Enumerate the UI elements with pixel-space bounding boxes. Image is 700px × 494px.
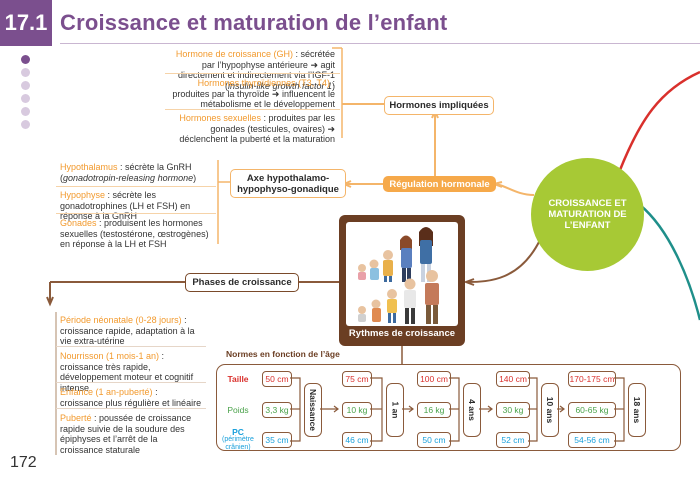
norm-pc-0: 35 cm [262, 432, 292, 448]
norm-poids-2: 16 kg [417, 402, 451, 418]
hormone-term: Hormones thyroïdiennes (T3, T4) [197, 78, 330, 88]
phase-term: Enfance (1 an-puberté) [60, 387, 153, 397]
divider [56, 213, 216, 214]
phase-item-puberte: Puberté : poussée de croissance rapide s… [60, 413, 203, 455]
rhythms-caption: Rythmes de croissance [348, 328, 456, 339]
row-label-taille: Taille [227, 374, 249, 384]
regulation-end: ) [193, 172, 197, 183]
phase-text: : croissance très rapide, développement … [60, 351, 194, 393]
row-label-pc-sub: (périmètre crânien) [222, 436, 254, 451]
phase-item-neonatal: Période néonatale (0-28 jours) : croissa… [60, 315, 200, 347]
age-4-ans: 4 ans [463, 383, 481, 437]
norm-pc-1: 46 cm [342, 432, 372, 448]
page-number: 172 [10, 454, 37, 471]
regulation-term: Hypothalamus [60, 162, 118, 172]
section-dot [21, 81, 30, 90]
central-topic: CROISSANCE ET MATURATION DE L’ENFANT [531, 158, 644, 271]
page-title: Croissance et maturation de l’enfant [60, 10, 448, 35]
age-naissance: Naissance [304, 383, 322, 437]
title-divider [60, 43, 700, 44]
norm-poids-1: 10 kg [342, 402, 372, 418]
hormones-node: Hormones impliquées [384, 96, 494, 115]
section-dot [21, 94, 30, 103]
divider [56, 346, 206, 347]
regulation-item-hypothalamus: Hypothalamus : sécrète la GnRH (gonadotr… [60, 162, 215, 183]
norm-poids-0: 3,3 kg [262, 402, 292, 418]
divider [165, 73, 340, 74]
phases-node: Phases de croissance [185, 273, 299, 292]
hormone-term: Hormones sexuelles [179, 113, 261, 123]
section-dot [21, 120, 30, 129]
divider [56, 408, 206, 409]
phase-item-enfance: Enfance (1 an-puberté) : croissance plus… [60, 387, 203, 408]
phase-term: Puberté [60, 413, 92, 423]
regulation-italic: gonadotropin-releasing hormone [63, 172, 194, 183]
norm-taille-1: 75 cm [342, 371, 372, 387]
phase-text: : croissance rapide, adaptation à la vie… [60, 315, 195, 346]
norm-pc-2: 50 cm [417, 432, 451, 448]
hormone-item-sexual: Hormones sexuelles : produites par les g… [165, 113, 335, 145]
regulation-text: : produisent les hormones sexuelles (tes… [60, 218, 209, 249]
norm-poids-4: 60-65 kg [568, 402, 616, 418]
children-illustration [358, 227, 439, 324]
norm-taille-2: 100 cm [417, 371, 451, 387]
norms-frame [216, 364, 681, 451]
section-dot [21, 107, 30, 116]
norm-poids-3: 30 kg [496, 402, 530, 418]
section-dot [21, 68, 30, 77]
phase-term: Nourrisson (1 mois-1 an) [60, 351, 160, 361]
hormone-item-thyroid: Hormones thyroïdiennes (T3, T4) : produi… [165, 78, 335, 110]
norm-taille-4: 170-175 cm [568, 371, 616, 387]
divider [56, 382, 206, 383]
section-dot [21, 55, 30, 64]
hormone-text: : produites par les gonades (testicules,… [179, 113, 335, 144]
phase-text: : poussée de croissance rapide suivie de… [60, 413, 192, 455]
norms-title: Normes en fonction de l’âge [226, 349, 340, 359]
row-label-pc: PC [232, 427, 244, 437]
axis-node: Axe hypothalamo-hypophyso-gonadique [230, 169, 346, 198]
section-indicator [21, 55, 30, 129]
norm-taille-3: 140 cm [496, 371, 530, 387]
regulation-node: Régulation hormonale [383, 176, 496, 192]
hormone-text: : sécrétée par l’hypophyse antérieure ➜ … [177, 49, 335, 91]
regulation-item-gonades: Gonades : produisent les hormones sexuel… [60, 218, 215, 250]
phase-item-nourrisson: Nourrisson (1 mois-1 an) : croissance tr… [60, 351, 203, 393]
norm-pc-3: 52 cm [496, 432, 530, 448]
norm-pc-4: 54-56 cm [568, 432, 616, 448]
divider [56, 186, 216, 187]
regulation-term: Hypophyse [60, 190, 106, 200]
hormone-italic: insulin-like growth factor 1 [227, 80, 332, 91]
divider [165, 109, 340, 110]
phase-term: Période néonatale (0-28 jours) [60, 315, 182, 325]
row-label-poids: Poids [227, 405, 249, 415]
regulation-text: : sécrète les gonadotrophines (LH et FSH… [60, 190, 191, 221]
phase-text: : croissance plus régulière et linéaire [60, 387, 202, 408]
regulation-text: : sécrète la GnRH ( [60, 162, 192, 183]
norm-taille-0: 50 cm [262, 371, 292, 387]
regulation-term: Gonades [60, 218, 97, 228]
hormone-end: ) [332, 80, 335, 91]
regulation-item-hypophyse: Hypophyse : sécrète les gonadotrophines … [60, 190, 215, 222]
hormone-item-gh: Hormone de croissance (GH) : sécrétée pa… [165, 49, 335, 91]
chapter-number: 17.1 [0, 0, 52, 46]
age-1-an: 1 an [386, 383, 404, 437]
hormone-term: Hormone de croissance (GH) [175, 49, 293, 59]
age-18-ans: 18 ans [628, 383, 646, 437]
hormone-text: : produites par la thyroïde ➜ influencen… [172, 78, 335, 109]
age-10-ans: 10 ans [541, 383, 559, 437]
growth-illustration [346, 222, 458, 326]
